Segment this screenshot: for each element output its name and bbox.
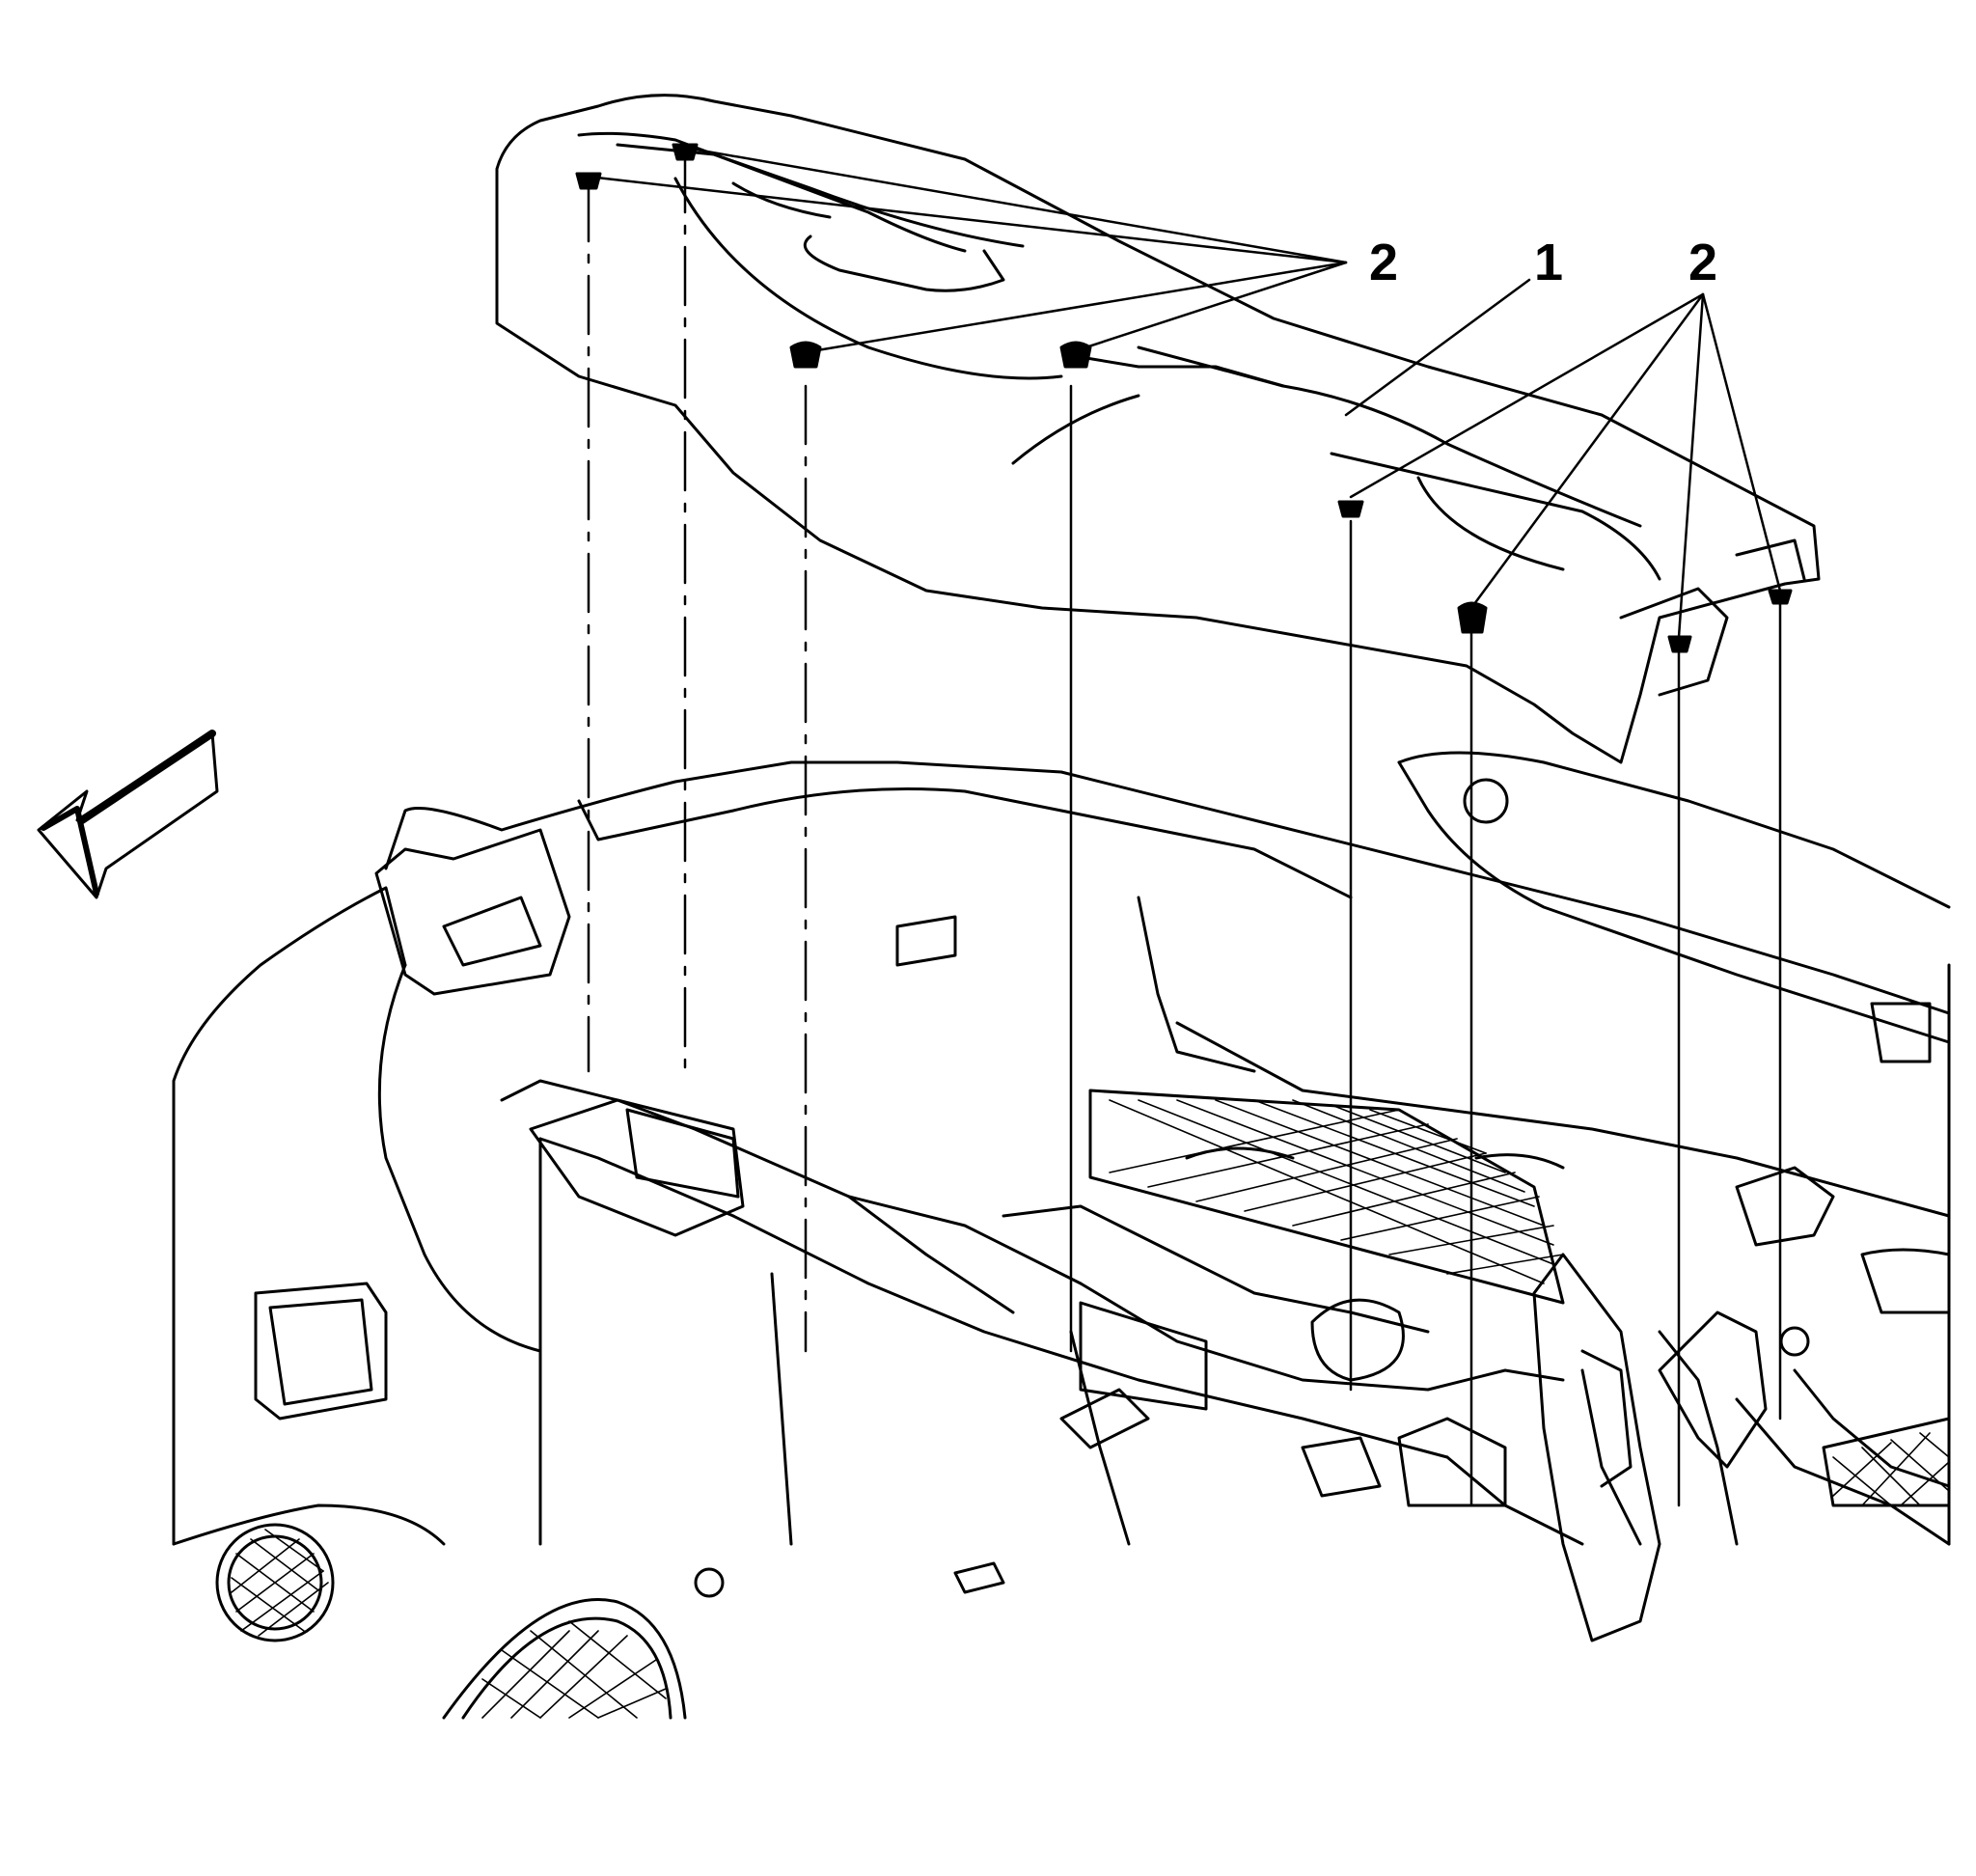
retainer-clip [1768, 589, 1793, 605]
retainer-clip [1337, 500, 1364, 518]
leader-lines [587, 146, 1782, 639]
body-details [694, 778, 1932, 1598]
rear-shelf-trim-panel [495, 94, 1821, 764]
callout-label-2-right: 2 [1688, 234, 1718, 291]
left-center-speaker [442, 1598, 687, 1720]
guide-lines [587, 152, 1782, 1507]
left-pillar-bracket [374, 828, 571, 996]
right-grille [1822, 1417, 1951, 1507]
left-vent-panel [254, 1282, 388, 1421]
front-arrow-icon [37, 730, 219, 899]
left-speaker-grille [231, 1529, 329, 1637]
right-pillar-trim [1532, 1253, 1661, 1642]
cargo-floor-grille [1088, 1089, 1565, 1305]
right-rear-bracket [1658, 1166, 1951, 1469]
retainer-clip [1667, 635, 1692, 653]
callout-label-2-left: 2 [1368, 234, 1399, 291]
rear-compartment-body [172, 751, 1951, 1546]
callout-label-1: 1 [1533, 234, 1564, 291]
retainer-clips [575, 143, 1793, 653]
retainer-clip [1457, 601, 1488, 634]
center-speaker-grille [481, 1620, 667, 1719]
retainer-clip [789, 341, 822, 369]
rear-shelf-mounts [529, 1098, 1565, 1507]
